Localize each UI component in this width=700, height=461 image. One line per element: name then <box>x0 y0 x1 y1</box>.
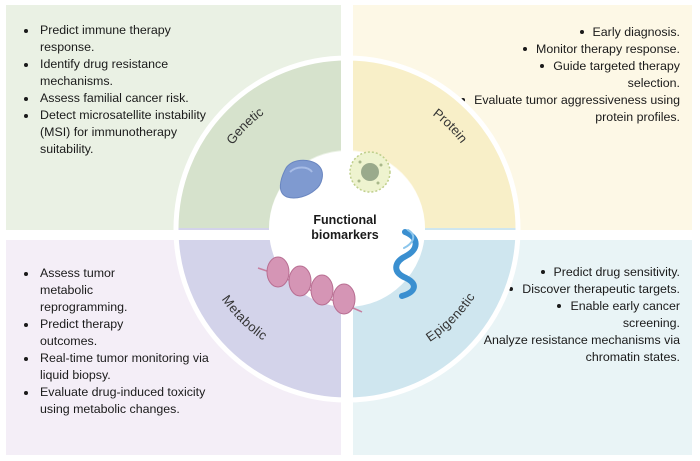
list-item: Analyze resistance mechanisms via chroma… <box>470 332 680 366</box>
chromatin-nucleosome-icon <box>257 256 363 315</box>
epigenetic-segment <box>347 228 518 399</box>
list-item: Early diagnosis. <box>450 24 680 41</box>
cell-icon <box>349 151 391 193</box>
list-item: Identify drug resistance mechanisms. <box>14 56 214 90</box>
genetic-list: Predict immune therapy response. Identif… <box>14 22 214 158</box>
epigenetic-list: Predict drug sensitivity. Discover thera… <box>470 264 680 366</box>
dna-helix-icon <box>393 229 419 299</box>
list-item: Detect microsatellite instability (MSI) … <box>14 107 214 158</box>
protein-segment <box>347 57 518 228</box>
genetic-segment <box>176 57 347 228</box>
list-item: Discover therapeutic targets. <box>470 281 680 298</box>
list-item: Guide targeted therapy selection. <box>450 58 680 92</box>
list-item: Real-time tumor monitoring via liquid bi… <box>14 350 229 384</box>
metabolic-list: Assess tumor metabolic reprogramming. Pr… <box>14 265 229 418</box>
list-item: Evaluate drug-induced toxicity using met… <box>14 384 229 418</box>
center-title: Functional biomarkers <box>275 213 415 243</box>
center-title-line2: biomarkers <box>311 228 379 242</box>
list-item: Predict drug sensitivity. <box>470 264 680 281</box>
protein-list: Early diagnosis. Monitor therapy respons… <box>450 24 680 126</box>
list-item: Assess familial cancer risk. <box>14 90 214 107</box>
list-item: Evaluate tumor aggressiveness using prot… <box>450 92 680 126</box>
list-item: Assess tumor metabolic reprogramming. <box>14 265 229 316</box>
list-item: Monitor therapy response. <box>450 41 680 58</box>
list-item: Predict immune therapy response. <box>14 22 214 56</box>
center-title-line1: Functional <box>313 213 377 227</box>
metabolic-panel: Assess tumor metabolic reprogramming. Pr… <box>6 240 341 455</box>
metabolic-segment <box>176 228 347 399</box>
list-item: Predict therapy outcomes. <box>14 316 229 350</box>
list-item: Enable early cancer screening. <box>470 298 680 332</box>
protein-blob-icon <box>279 159 323 199</box>
